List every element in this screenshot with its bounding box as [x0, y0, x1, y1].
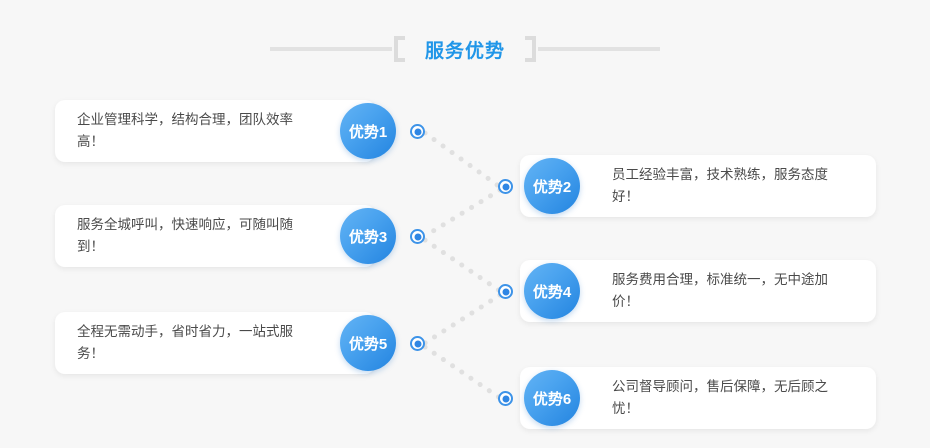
advantage-badge[interactable]: 优势5 [340, 315, 396, 371]
advantage-badge[interactable]: 优势1 [340, 103, 396, 159]
connector-dotted-line [422, 187, 503, 239]
node-marker-icon [410, 229, 425, 244]
page-title: 服务优势 [424, 40, 505, 62]
connector-dotted-line [422, 292, 503, 346]
advantage-text: 服务全城呼叫，快速响应，可随叫随到！ [77, 217, 293, 254]
connector-dotted-line [422, 130, 503, 190]
node-marker-icon [410, 336, 425, 351]
heading-rule-left [269, 47, 392, 51]
advantage-card[interactable]: 企业管理科学，结构合理，团队效率高！ [55, 100, 375, 162]
advantage-badge[interactable]: 优势3 [340, 208, 396, 264]
advantage-badge[interactable]: 优势6 [524, 370, 580, 426]
advantage-badge[interactable]: 优势4 [524, 263, 580, 319]
heading-rule-right [538, 47, 660, 51]
node-marker-icon [498, 179, 513, 194]
bracket-right-icon [525, 36, 536, 62]
advantage-text: 全程无需动手，省时省力，一站式服务！ [77, 324, 293, 361]
advantage-text: 公司督导顾问，售后保障，无后顾之忧！ [612, 379, 828, 416]
advantage-card[interactable]: 服务全城呼叫，快速响应，可随叫随到！ [55, 205, 375, 267]
node-marker-icon [410, 124, 425, 139]
connector-dotted-line [422, 237, 503, 294]
connector-dotted-line [422, 344, 503, 401]
node-marker-icon [498, 284, 513, 299]
advantage-card[interactable]: 全程无需动手，省时省力，一站式服务！ [55, 312, 375, 374]
advantage-text: 员工经验丰富，技术熟练，服务态度好！ [612, 167, 828, 204]
advantage-text: 服务费用合理，标准统一，无中途加价！ [612, 272, 828, 309]
advantage-text: 企业管理科学，结构合理，团队效率高！ [77, 112, 293, 149]
advantage-card[interactable]: 员工经验丰富，技术熟练，服务态度好！ [520, 155, 876, 217]
section-heading: 服务优势 [0, 30, 930, 68]
advantage-badge[interactable]: 优势2 [524, 158, 580, 214]
bracket-left-icon [393, 36, 405, 62]
node-marker-icon [498, 391, 513, 406]
